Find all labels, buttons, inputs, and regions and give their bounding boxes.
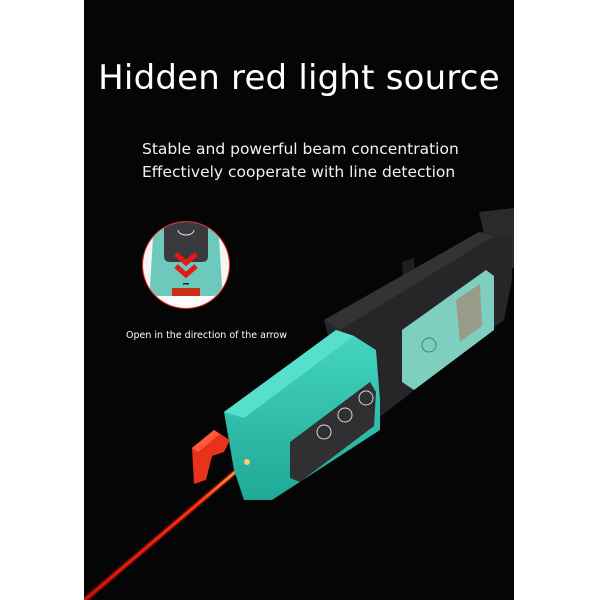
subtitle: Stable and powerful beam concentration E… [142,138,459,184]
subtitle-line-1: Stable and powerful beam concentration [142,140,459,158]
device-illustration [84,208,514,600]
device-front-body [192,330,380,500]
subtitle-line-2: Effectively cooperate with line detectio… [142,163,456,181]
inset-detail [142,221,230,309]
power-button[interactable] [316,424,332,440]
light-button[interactable] [358,390,374,406]
button-row [316,390,374,440]
headline: Hidden red light source [98,58,500,98]
inset-caption: Open in the direction of the arrow [126,330,287,341]
laser-beam [84,459,249,600]
product-panel: Hidden red light source Stable and power… [84,0,514,600]
mode-button[interactable] [337,407,353,423]
